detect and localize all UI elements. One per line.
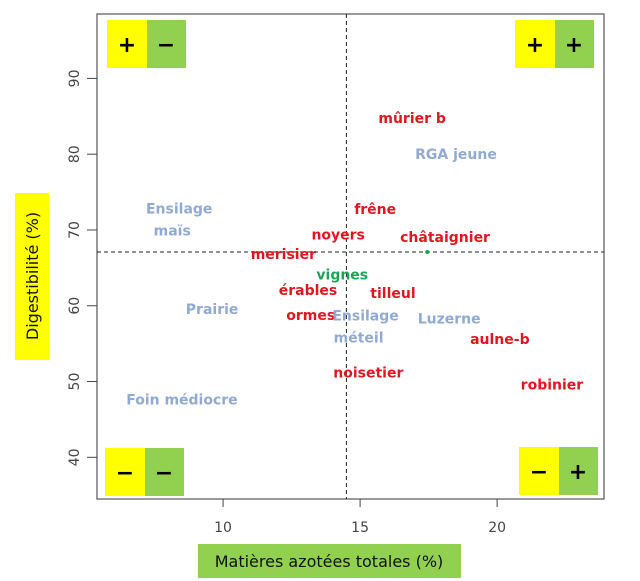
point-label: Ensilage (332, 308, 398, 324)
y-tick-label: 80 (67, 145, 83, 163)
point-label: RGA jeune (415, 147, 497, 163)
point-label: vignes (316, 268, 368, 284)
x-axis-label: Matières azotées totales (%) (215, 552, 444, 571)
point-label: mûrier b (378, 111, 446, 127)
quadrant-nitrogen-sign: + (565, 33, 583, 58)
point-label: érables (279, 283, 338, 299)
quadrant-nitrogen-sign: − (155, 461, 173, 486)
quadrant-digestibility-sign: + (118, 33, 136, 58)
point-label-line2: méteil (334, 330, 384, 346)
y-tick-label: 50 (67, 373, 83, 391)
quadrant-legend-top-left: +− (107, 20, 186, 68)
point-label: noyers (311, 228, 364, 244)
data-point-marker (425, 249, 430, 254)
quadrant-green-box (559, 447, 598, 495)
x-tick-label: 15 (351, 520, 369, 536)
quadrant-digestibility-sign: + (526, 33, 544, 58)
point-label: Prairie (186, 302, 239, 318)
point-label: tilleul (370, 286, 415, 302)
x-tick-label: 10 (214, 520, 232, 536)
quadrant-digestibility-sign: − (530, 460, 548, 485)
quadrant-legend-bottom-left: −− (105, 448, 184, 496)
quadrant-nitrogen-sign: − (157, 33, 175, 58)
quadrant-yellow-box (107, 20, 147, 68)
y-tick-label: 90 (67, 70, 83, 88)
point-label: robinier (521, 378, 584, 394)
quadrant-green-box (555, 20, 594, 68)
plot-frame (96, 13, 605, 500)
y-tick-label: 40 (67, 448, 83, 466)
point-label: Ensilage (146, 202, 212, 218)
quadrant-green-box (145, 448, 184, 496)
point-label: Foin médiocre (126, 393, 237, 409)
x-axis-title: Matières azotées totales (%) (198, 544, 461, 578)
quadrant-yellow-box (519, 447, 559, 495)
quadrant-digestibility-sign: − (116, 461, 134, 486)
point-label: merisier (251, 247, 316, 263)
y-axis-title: Digestibilité (%) (15, 193, 49, 360)
point-label: frêne (354, 202, 396, 218)
quadrant-legend-top-right: ++ (515, 20, 594, 68)
x-tick-label: 20 (488, 520, 506, 536)
quadrant-nitrogen-sign: + (569, 460, 587, 485)
point-label-line2: maïs (154, 224, 191, 240)
quadrant-yellow-box (515, 20, 555, 68)
y-tick-label: 60 (67, 297, 83, 315)
point-label: Luzerne (418, 312, 481, 328)
point-label: aulne-b (470, 332, 530, 348)
y-tick-label: 70 (67, 221, 83, 239)
y-axis-label: Digestibilité (%) (23, 212, 42, 340)
point-label: noisetier (333, 365, 403, 381)
point-label: châtaignier (400, 230, 490, 246)
quadrant-green-box (147, 20, 186, 68)
quadrant-legend-bottom-right: −+ (519, 447, 598, 495)
quadrant-yellow-box (105, 448, 145, 496)
point-label: ormes (286, 308, 335, 324)
